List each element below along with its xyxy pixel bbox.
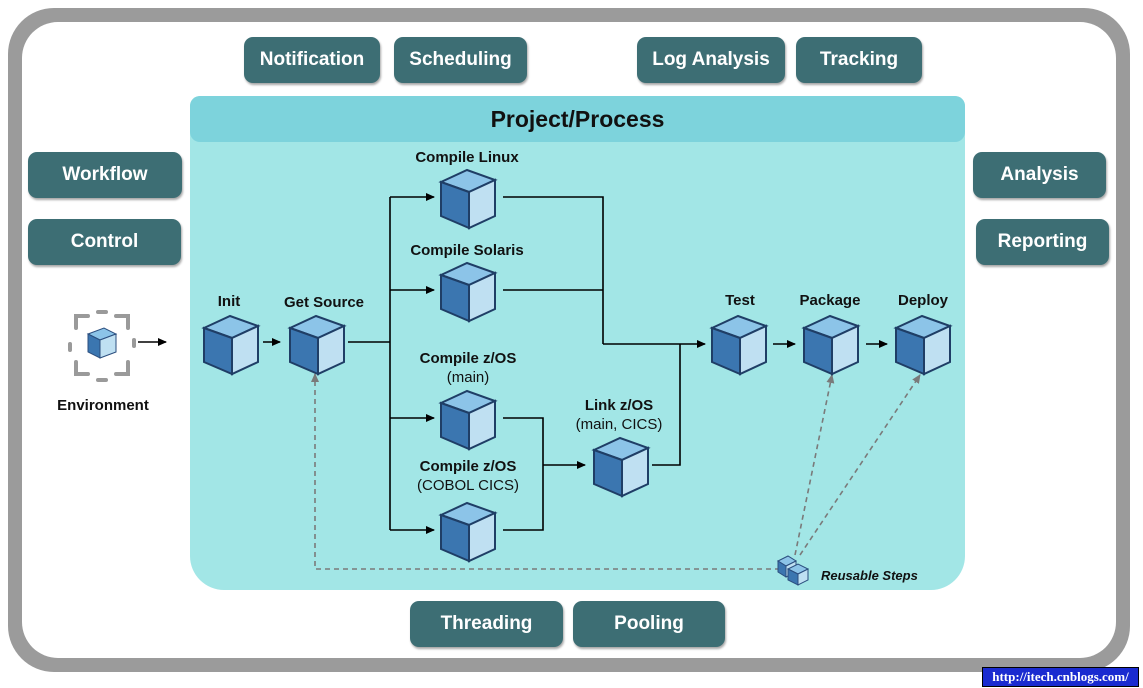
dashed-reusable-deploy xyxy=(799,374,921,556)
compile-linux-cube[interactable] xyxy=(437,166,501,230)
compile-zos-cics-title: Compile z/OS xyxy=(419,458,517,475)
package-cube[interactable] xyxy=(800,312,864,376)
reusable-steps-label: Reusable Steps xyxy=(821,568,918,583)
compile-zos-main-cube[interactable] xyxy=(437,387,501,451)
dashed-reusable-getsource xyxy=(311,373,780,570)
compile-solaris-label: Compile Solaris xyxy=(410,242,524,259)
test-label: Test xyxy=(725,292,755,309)
control-button[interactable]: Control xyxy=(28,219,181,265)
compile-zos-main-title: Compile z/OS xyxy=(419,350,517,367)
reporting-button[interactable]: Reporting xyxy=(976,219,1109,265)
notification-button[interactable]: Notification xyxy=(244,37,380,83)
reusable-steps-icon xyxy=(776,555,810,586)
deploy-label: Deploy xyxy=(897,292,948,309)
line-zos-main-link xyxy=(503,417,544,531)
workflow-button[interactable]: Workflow xyxy=(28,152,182,198)
link-zos-title: Link z/OS xyxy=(584,397,654,414)
compile-linux-label: Compile Linux xyxy=(415,149,519,166)
environment-icon xyxy=(68,310,136,382)
compile-zos-cics-label: Compile z/OS (COBOL CICS) xyxy=(398,457,538,495)
line-linux-test xyxy=(503,196,604,344)
compile-zos-main-label: Compile z/OS (main) xyxy=(398,349,538,387)
compile-solaris-cube[interactable] xyxy=(437,259,501,323)
test-cube[interactable] xyxy=(708,312,772,376)
link-zos-sub: (main, CICS) xyxy=(575,416,663,433)
get-source-cube[interactable] xyxy=(286,312,350,376)
link-zos-label: Link z/OS (main, CICS) xyxy=(563,396,675,434)
compile-zos-cics-cube[interactable] xyxy=(437,499,501,563)
init-cube[interactable] xyxy=(200,312,264,376)
link-zos-cube[interactable] xyxy=(590,434,654,498)
pooling-button[interactable]: Pooling xyxy=(573,601,725,647)
get-source-label: Get Source xyxy=(283,294,365,311)
footer-url[interactable]: http://itech.cnblogs.com/ xyxy=(982,667,1139,687)
compile-zos-cics-sub: (COBOL CICS) xyxy=(417,477,519,494)
line-link-test xyxy=(652,344,681,466)
init-label: Init xyxy=(217,293,241,310)
environment-label: Environment xyxy=(57,397,149,414)
threading-button[interactable]: Threading xyxy=(410,601,563,647)
analysis-button[interactable]: Analysis xyxy=(973,152,1106,198)
dashed-reusable-package xyxy=(794,374,835,556)
compile-zos-main-sub: (main) xyxy=(446,369,490,386)
deploy-cube[interactable] xyxy=(892,312,956,376)
panel-title: Project/Process xyxy=(190,96,965,142)
log-analysis-button[interactable]: Log Analysis xyxy=(637,37,785,83)
package-label: Package xyxy=(799,292,861,309)
tracking-button[interactable]: Tracking xyxy=(796,37,922,83)
scheduling-button[interactable]: Scheduling xyxy=(394,37,527,83)
